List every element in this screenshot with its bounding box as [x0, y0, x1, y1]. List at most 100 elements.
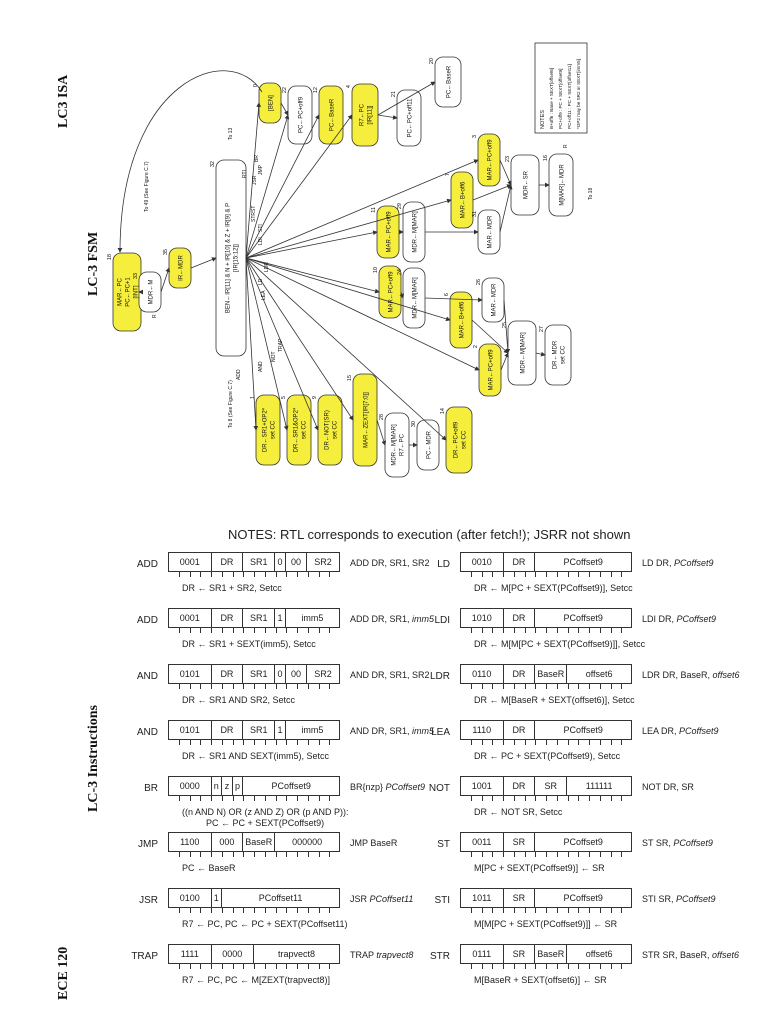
fsm-state-id: 21: [391, 91, 397, 97]
fsm-state-id: 23: [505, 156, 511, 162]
encoding-field: DR: [212, 721, 244, 739]
instruction-syntax: ADD DR, SR1, imm5: [350, 614, 435, 624]
encoding-field: 0010: [461, 553, 504, 571]
instruction-mnemonic: LDI: [434, 615, 450, 626]
instruction-rtl: R7 ← PC, PC ← PC + SEXT(PCoffset11): [182, 919, 348, 929]
fsm-state-4: R7←PC[IR[11]]4: [346, 83, 379, 147]
fsm-state-text: [IR[11]]: [368, 105, 374, 124]
fsm-state-0: [BEN]0: [253, 82, 282, 124]
fsm-state-23: MDR←SR 23: [505, 154, 540, 216]
encoding-field: 0001: [169, 553, 212, 571]
encoding-field: trapvect8: [277, 949, 316, 959]
encoding-field: DR: [504, 609, 536, 627]
encoding-field: SR2: [314, 557, 332, 567]
encoding-field: 00: [286, 665, 308, 683]
bit-ticks: [460, 628, 632, 634]
fsm-branch-label: AND: [258, 361, 264, 372]
fsm-state-25: MDR←M[MAR]25: [502, 320, 537, 386]
encoding-field: SR: [535, 777, 568, 795]
instruction-syntax: AND DR, SR1, SR2: [350, 670, 430, 680]
encoding-field: PCoffset9: [563, 725, 603, 735]
fsm-state-text: MAR←B+off6: [461, 181, 467, 218]
fsm-state-text: PC←PC+off11: [408, 98, 414, 138]
fsm-state-id: 14: [440, 408, 446, 414]
instruction-syntax: LD DR, PCoffset9: [642, 558, 714, 568]
svg-text:B+off6 : Base + SEXT[offset6]: B+off6 : Base + SEXT[offset6]: [549, 68, 554, 129]
fsm-state-text: DR←SR1+OP2*: [263, 407, 269, 452]
fsm-state-text: PC←BaseR: [330, 98, 336, 131]
encoding-field: PCoffset9: [563, 893, 603, 903]
instruction-mnemonic: LD: [437, 559, 450, 570]
instruction-mnemonic: NOT: [428, 783, 450, 794]
encoding-field: 000000: [292, 837, 323, 847]
instruction-syntax: LDR DR, BaseR, offset6: [642, 670, 740, 680]
fsm-state-text: MAR←ZEXT[IR[7:0]]: [364, 392, 370, 448]
bit-ticks: [168, 572, 340, 578]
instruction-rtl: DR ← SR1 AND SEXT(imm5), Setcc: [182, 751, 330, 761]
encoding-field: 0: [275, 665, 286, 683]
instruction-mnemonic: JMP: [138, 839, 158, 850]
svg-text:PC+off11 : PC + SEXT[offset11]: PC+off11 : PC + SEXT[offset11]: [567, 64, 572, 129]
fsm-state-text: MAR←MDR: [488, 215, 494, 249]
fsm-branch-label: BR: [254, 155, 260, 162]
svg-text:*OP2 may be SR2 or SEXT[imm5]: *OP2 may be SR2 or SEXT[imm5]: [576, 59, 581, 129]
fsm-state-text: set CC: [271, 420, 277, 439]
fsm-state-text: R7←PC: [400, 433, 406, 456]
encoding-field: DR: [504, 665, 536, 683]
lc3-instructions-label: LC-3 Instructions: [86, 705, 101, 812]
bit-ticks: [460, 684, 632, 690]
encoding-field: DR: [504, 777, 536, 795]
fsm-misc-label: To 18: [588, 188, 594, 200]
encoding-field: 00: [286, 553, 308, 571]
bit-ticks: [168, 684, 340, 690]
fsm-state-id: 35: [163, 249, 169, 255]
encoding-field: DR: [504, 553, 536, 571]
fsm-state-text: DR←SR1&OP2*: [294, 407, 300, 452]
bit-ticks: [460, 852, 632, 858]
encoding-field: 0101: [169, 665, 212, 683]
fsm-state-text: set CC: [333, 420, 339, 439]
fsm-branch-label: RTI: [242, 170, 248, 178]
fsm-state-id: 32: [210, 161, 216, 167]
fsm-state-text: BEN←IR[11] & N + IR[10] & Z + IR[9] & P: [226, 203, 232, 313]
fsm-state-text: MAR←PC+off9: [387, 211, 393, 253]
encoding-field: SR: [504, 945, 536, 963]
fsm-state-id: 16: [543, 155, 549, 161]
instruction-syntax: BR{nzp} PCoffset9: [350, 782, 426, 792]
fsm-state-text: MAR←PC: [118, 278, 124, 306]
instruction-syntax: STI SR, PCoffset9: [642, 894, 716, 904]
fsm-state-text: MDR←SR: [524, 170, 530, 199]
encoding-field: SR1: [243, 665, 276, 683]
instruction-syntax: NOT DR, SR: [642, 782, 694, 792]
fsm-state-text: PC←BaseR: [447, 65, 453, 98]
instruction-mnemonic: ADD: [136, 559, 158, 570]
encoding-field: 111111: [585, 781, 613, 791]
fsm-state-id: 4: [346, 85, 352, 88]
fsm-state-text: MDR←M: [149, 280, 155, 305]
fsm-state-id: 5: [281, 396, 287, 399]
fsm-state-id: 2: [473, 345, 479, 348]
fsm-state-text: set CC: [561, 345, 567, 364]
svg-text:PC+off9 : PC + SEXT[offset9]: PC+off9 : PC + SEXT[offset9]: [558, 69, 563, 129]
